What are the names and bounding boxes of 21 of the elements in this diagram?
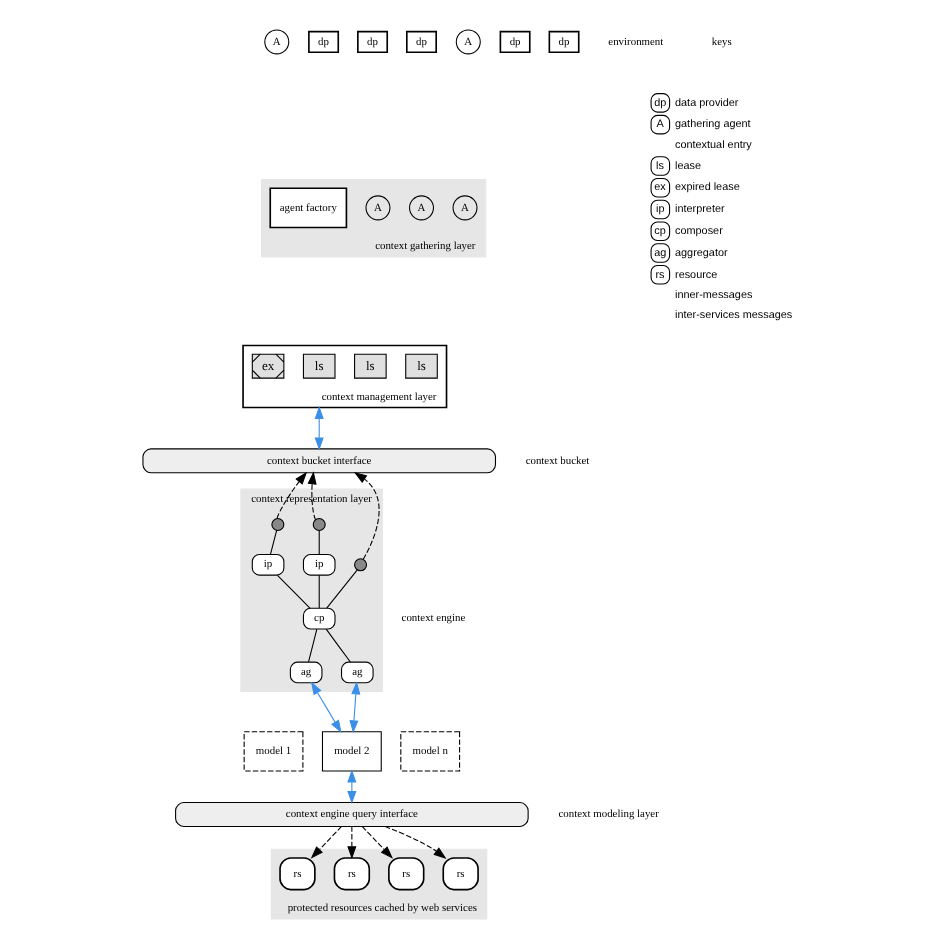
node-circle <box>312 516 326 531</box>
connector <box>318 573 320 608</box>
connector <box>308 627 318 662</box>
arrow <box>347 768 357 803</box>
arrow <box>276 470 308 518</box>
arrow <box>310 825 342 858</box>
connector <box>325 627 351 662</box>
connector <box>318 529 320 554</box>
node-circle <box>271 516 285 531</box>
arrow <box>353 471 380 559</box>
arrow <box>349 680 361 733</box>
arrow <box>310 680 342 733</box>
connector <box>276 573 311 608</box>
connector <box>326 568 358 608</box>
arrow <box>307 470 317 520</box>
connector <box>270 529 278 554</box>
node-circle <box>354 557 368 571</box>
arrow <box>384 825 447 858</box>
arrow <box>347 825 357 859</box>
arrow <box>314 404 324 450</box>
arrow <box>361 825 394 858</box>
